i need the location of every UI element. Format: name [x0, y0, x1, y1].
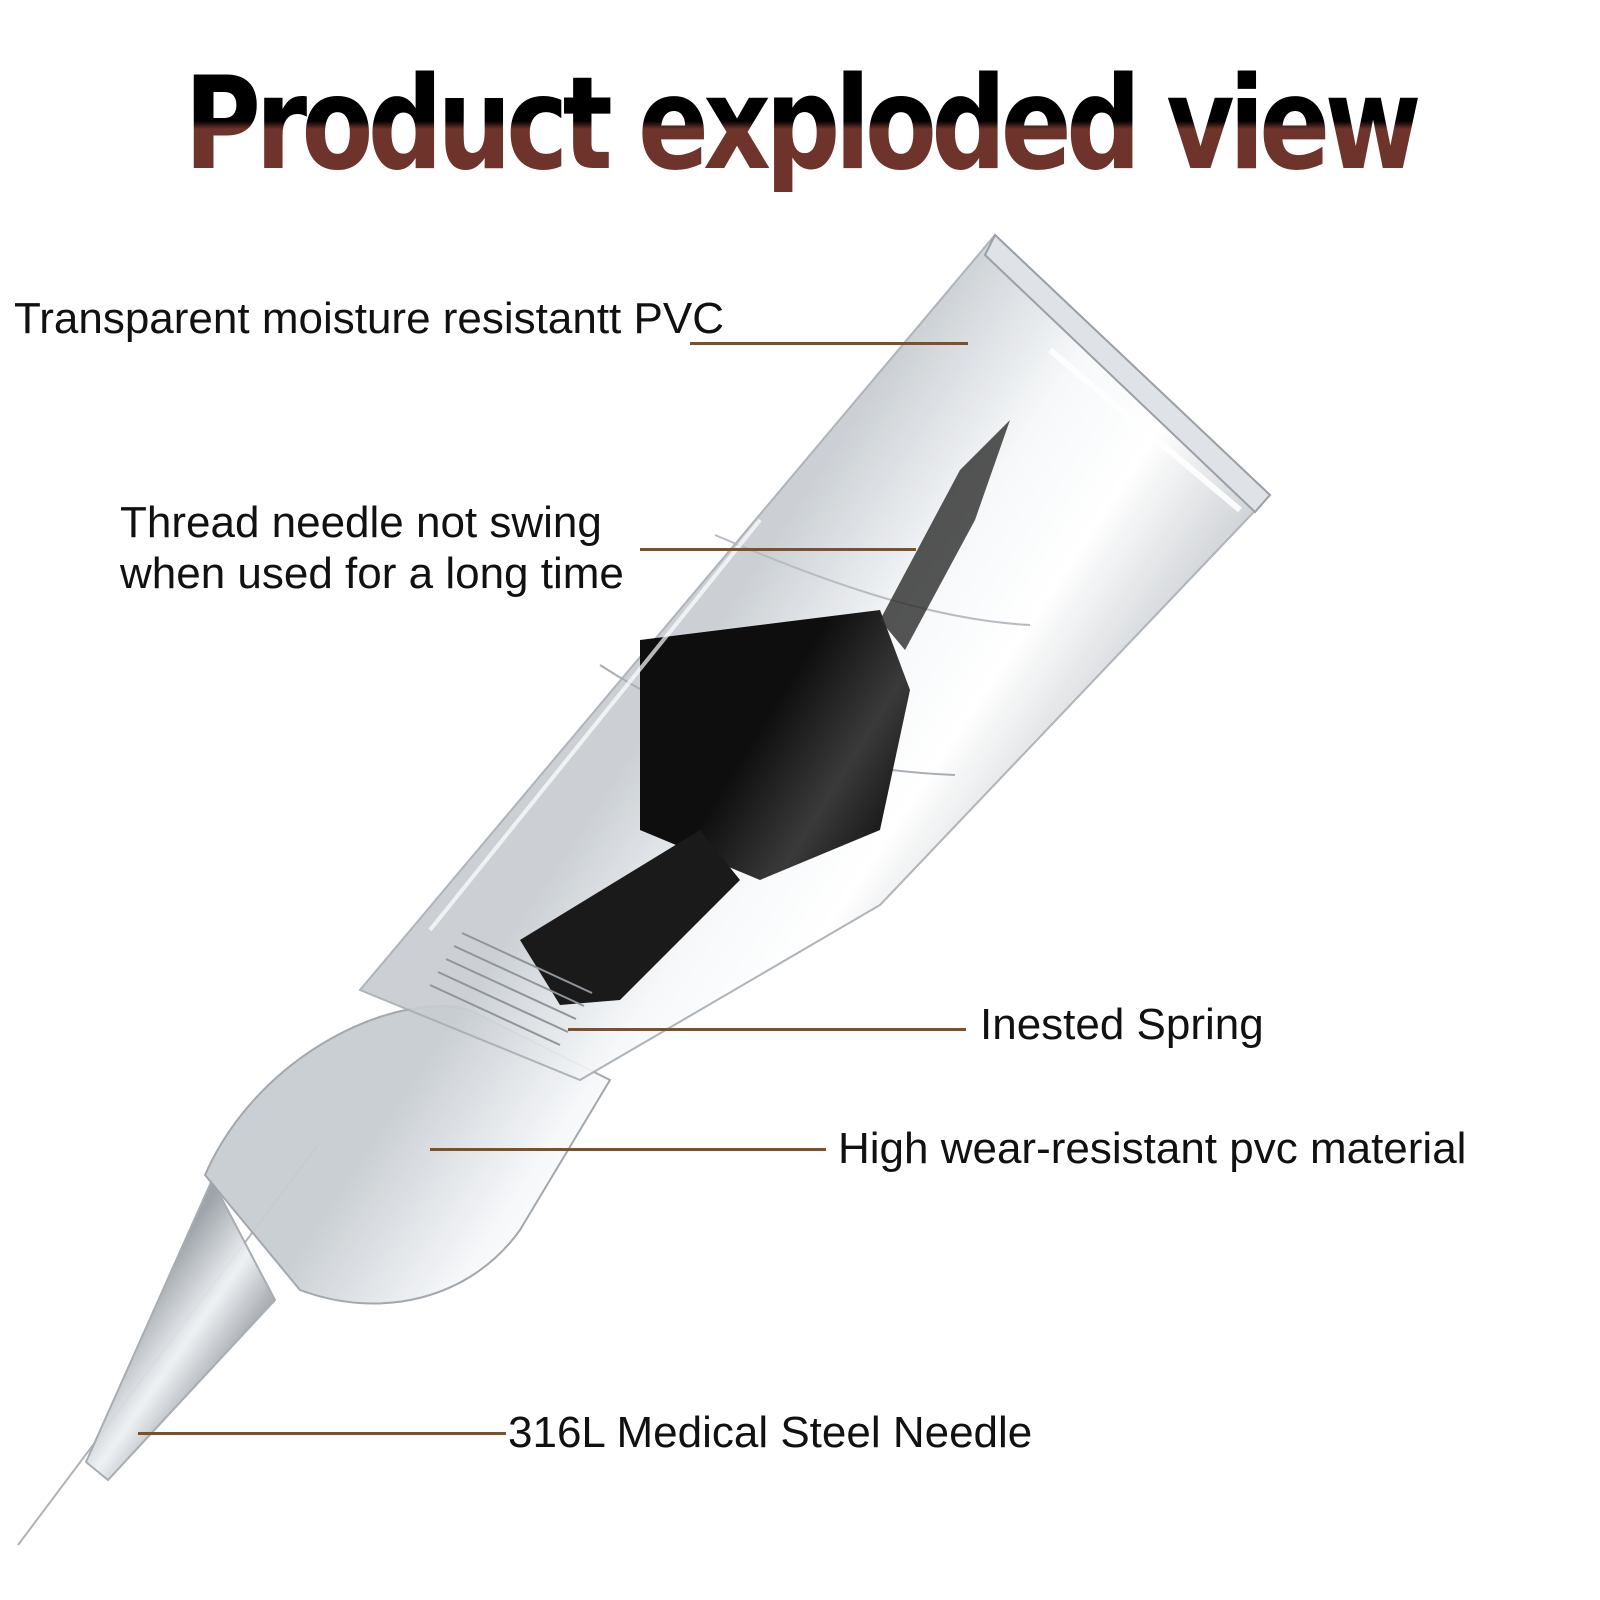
- page-title: Product exploded view: [144, 57, 1456, 192]
- inner-shaft: [520, 830, 740, 1005]
- leader-line-steel-needle: [138, 1432, 506, 1435]
- needle-tip-cone: [84, 1177, 277, 1482]
- shell-highlight: [1048, 347, 1242, 513]
- callout-pvc-shell: Transparent moisture resistantt PVC: [14, 294, 724, 343]
- leader-line-wear-resistant: [430, 1148, 826, 1151]
- spring: [429, 932, 593, 1046]
- leader-line-pvc-shell: [690, 342, 968, 345]
- inner-top-rod: [880, 420, 1010, 650]
- cartridge-rim: [983, 233, 1272, 514]
- shell-seam: [714, 534, 1031, 626]
- callout-thread-needle-line2: when used for a long time: [120, 549, 624, 598]
- callout-wear-resistant: High wear-resistant pvc material: [838, 1124, 1467, 1173]
- leader-line-spring: [568, 1028, 966, 1031]
- leader-line-thread-needle: [640, 548, 916, 551]
- inner-core: [640, 610, 910, 880]
- shell-highlight: [428, 518, 762, 932]
- callout-steel-needle: 316L Medical Steel Needle: [508, 1408, 1033, 1457]
- callout-spring: Inested Spring: [980, 1000, 1264, 1049]
- callout-thread-needle-line1: Thread needle not swing: [120, 498, 602, 547]
